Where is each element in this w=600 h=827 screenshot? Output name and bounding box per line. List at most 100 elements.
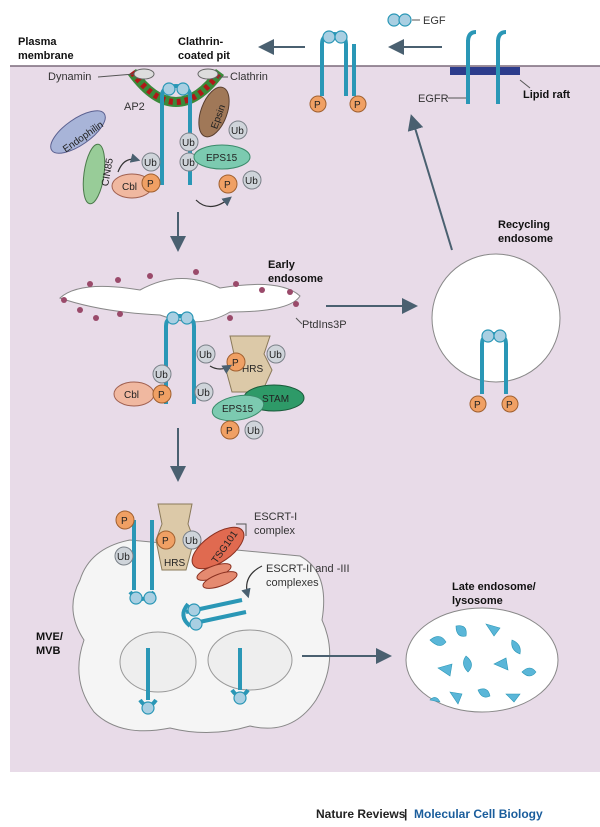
eps15-protein	[193, 144, 251, 170]
svg-text:Cbl: Cbl	[122, 182, 137, 193]
ap2-label: AP2	[124, 101, 145, 113]
ub-tag	[179, 132, 199, 152]
svg-text:STAM: STAM	[262, 394, 289, 405]
recycling-endosome	[431, 253, 561, 383]
footer-subject: Molecular Cell Biology	[414, 807, 543, 821]
ub-tag	[152, 364, 172, 384]
ptdins3p-label: PtdIns3P	[302, 319, 347, 331]
ub-tag	[182, 530, 202, 550]
svg-text:Ub: Ub	[231, 126, 244, 137]
egfr-label: EGFR	[418, 93, 449, 105]
footer-journal: Nature Reviews	[316, 807, 406, 821]
svg-text:HRS: HRS	[242, 364, 263, 375]
escrt23-label: ESCRT-II and -III	[266, 563, 350, 575]
svg-text:Cbl: Cbl	[124, 390, 139, 401]
dynamin-label: Dynamin	[48, 71, 91, 83]
eps15-protein	[211, 394, 265, 422]
phospho-site	[349, 95, 367, 113]
egfr-budding	[181, 598, 247, 631]
phospho-site	[115, 510, 135, 530]
plasma-membrane-label-2: membrane	[18, 50, 74, 62]
phospho-site	[218, 174, 238, 194]
egf-legend-icon	[387, 13, 401, 27]
phospho-site	[469, 395, 487, 413]
svg-text:Ub: Ub	[144, 158, 157, 169]
egf-legend-icon-2	[398, 13, 412, 27]
egf-label: EGF	[423, 15, 446, 27]
late-endosome-lysosome	[405, 607, 559, 713]
intraluminal-vesicle	[119, 631, 197, 693]
escrt1-label-2: complex	[254, 525, 295, 537]
svg-text:P: P	[158, 390, 165, 401]
svg-text:P: P	[354, 100, 361, 111]
svg-text:EPS15: EPS15	[222, 404, 254, 415]
arrow-recycling-to-surface	[407, 114, 453, 251]
svg-text:Ub: Ub	[182, 138, 195, 149]
svg-text:Ub: Ub	[185, 536, 198, 547]
footer-separator: |	[404, 807, 407, 821]
recycling-endosome-label-2: endosome	[498, 233, 553, 245]
clathrin-coated-pit	[127, 68, 225, 107]
phospho-site	[141, 173, 161, 193]
svg-text:Ub: Ub	[245, 176, 258, 187]
ub-tag	[194, 382, 214, 402]
early-endosome-label-2: endosome	[268, 273, 323, 285]
phospho-site	[220, 420, 240, 440]
lipid-raft-label: Lipid raft	[523, 89, 570, 101]
svg-text:P: P	[121, 516, 128, 527]
egfr-intraluminal	[138, 648, 250, 715]
svg-text:Ub: Ub	[247, 426, 260, 437]
ub-tag	[114, 546, 134, 566]
escrt23-label-2: complexes	[266, 577, 319, 589]
unliganded-egfr-pair	[466, 30, 507, 104]
svg-text:Ub: Ub	[197, 388, 210, 399]
svg-text:P: P	[314, 100, 321, 111]
svg-text:Ub: Ub	[155, 370, 168, 381]
svg-text:P: P	[226, 426, 233, 437]
tsg101-protein	[191, 526, 245, 570]
escrt1-label: ESCRT-I	[254, 511, 297, 523]
recycling-endosome-label: Recycling	[498, 219, 550, 231]
intraluminal-vesicle	[207, 629, 293, 691]
degraded-fragments	[429, 623, 537, 705]
early-endosome-label: Early	[268, 259, 296, 271]
ub-tag	[196, 344, 216, 364]
cin85-protein	[82, 143, 106, 205]
svg-text:P: P	[506, 400, 513, 411]
svg-text:Ub: Ub	[117, 552, 130, 563]
svg-text:HRS: HRS	[164, 558, 185, 569]
svg-text:Ub: Ub	[269, 350, 282, 361]
svg-text:P: P	[224, 180, 231, 191]
liganded-egfr-surface	[320, 30, 356, 96]
clathrin-pit-label-2: coated pit	[178, 50, 230, 62]
ub-tag	[242, 170, 262, 190]
clathrin-pit-label: Clathrin-	[178, 36, 224, 48]
svg-text:EPS15: EPS15	[206, 153, 238, 164]
ub-tag	[141, 152, 161, 172]
plasma-membrane-label: Plasma	[18, 36, 57, 48]
lipid-raft	[450, 67, 520, 75]
phospho-site	[152, 384, 172, 404]
ub-tag	[244, 420, 264, 440]
svg-text:Ub: Ub	[199, 350, 212, 361]
svg-text:P: P	[162, 536, 169, 547]
epsin-protein	[198, 86, 230, 138]
egfr-mve-limiting	[128, 520, 157, 605]
phospho-site	[501, 395, 519, 413]
mve-label-2: MVB	[36, 645, 61, 657]
svg-text:P: P	[147, 179, 154, 190]
ub-tag	[228, 120, 248, 140]
svg-text:CIN85: CIN85	[100, 157, 116, 187]
ub-tag	[266, 344, 286, 364]
mve-label: MVE/	[36, 631, 63, 643]
late-endosome-label: Late endosome/	[452, 581, 536, 593]
endophilin-protein	[50, 110, 106, 154]
svg-text:P: P	[232, 358, 239, 369]
phospho-site	[156, 530, 176, 550]
clathrin-label: Clathrin	[230, 71, 268, 83]
egfr-recycling	[480, 329, 508, 394]
phospho-site	[309, 95, 327, 113]
late-endosome-label-2: lysosome	[452, 595, 503, 607]
svg-text:Ub: Ub	[182, 158, 195, 169]
